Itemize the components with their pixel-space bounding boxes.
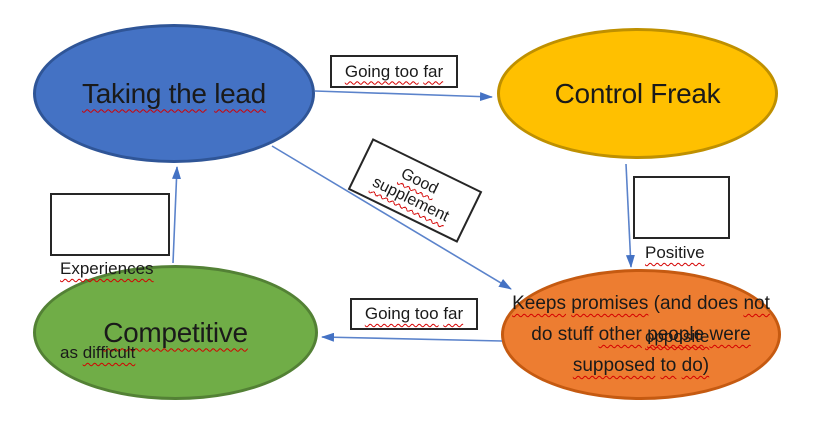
label-text: promises bbox=[571, 293, 649, 314]
label-text: do stuff bbox=[531, 324, 599, 345]
label-text: lead bbox=[214, 77, 266, 109]
label-text: Going too bbox=[364, 304, 439, 323]
connector-lead-to-controlfreak[interactable] bbox=[314, 90, 493, 102]
label-text: people bbox=[647, 324, 705, 345]
edge-label-text: Going too far bbox=[365, 304, 463, 324]
label-text: difficult bbox=[82, 343, 136, 362]
node-control-freak-label: Control Freak bbox=[554, 77, 721, 109]
label-text: not bbox=[743, 293, 770, 314]
edge-label-text: Going too far bbox=[345, 62, 443, 82]
edge-label-going-too-far-top[interactable]: Going too far bbox=[330, 55, 458, 88]
edge-label-text: Positive bbox=[645, 243, 705, 262]
label-text: far bbox=[443, 304, 464, 323]
label-text: Keeps bbox=[512, 293, 566, 314]
edge-label-text: opposite bbox=[645, 327, 710, 346]
label-text: were bbox=[709, 324, 751, 345]
edge-label-going-too-far-bottom[interactable]: Going too far bbox=[350, 298, 478, 330]
label-text: to bbox=[660, 355, 677, 376]
label-text: supposed bbox=[572, 355, 656, 376]
edge-label-text: Experiences bbox=[60, 259, 154, 278]
label-text: Going too bbox=[344, 61, 419, 81]
edge-label-text: as difficult bbox=[60, 339, 168, 367]
node-taking-the-lead[interactable]: Taking the lead bbox=[33, 24, 315, 163]
node-keeps-promises-line3: supposed to do) bbox=[573, 350, 709, 381]
label-text: do) bbox=[681, 355, 710, 376]
node-keeps-promises-line2: do stuff other people were bbox=[531, 319, 750, 350]
label-text: Taking the bbox=[82, 77, 207, 109]
edge-label-positive-opposite[interactable]: Positive opposite bbox=[633, 176, 730, 346]
node-keeps-promises-line1: Keeps promises (and does not bbox=[512, 288, 770, 319]
connector-controlfreak-to-keepspromises[interactable] bbox=[625, 163, 635, 268]
connector-keepspromises-to-competitive[interactable] bbox=[321, 332, 503, 342]
connector-competitive-to-lead[interactable] bbox=[172, 166, 181, 264]
node-competitive[interactable]: Competitive bbox=[33, 265, 318, 400]
node-keeps-promises[interactable]: Keeps promises (and does not do stuff ot… bbox=[501, 269, 781, 400]
label-text: far bbox=[423, 61, 444, 81]
label-text: as bbox=[60, 343, 83, 362]
node-control-freak[interactable]: Control Freak bbox=[497, 28, 778, 159]
node-taking-the-lead-label: Taking the lead bbox=[82, 78, 266, 110]
label-text: (and does bbox=[648, 293, 744, 314]
connector-lead-to-keepspromises[interactable] bbox=[271, 145, 512, 290]
label-text: other bbox=[598, 324, 642, 345]
edge-label-experiences-as-difficult[interactable]: Experiences as difficult bbox=[50, 193, 170, 362]
node-competitive-label: Competitive bbox=[103, 316, 248, 348]
